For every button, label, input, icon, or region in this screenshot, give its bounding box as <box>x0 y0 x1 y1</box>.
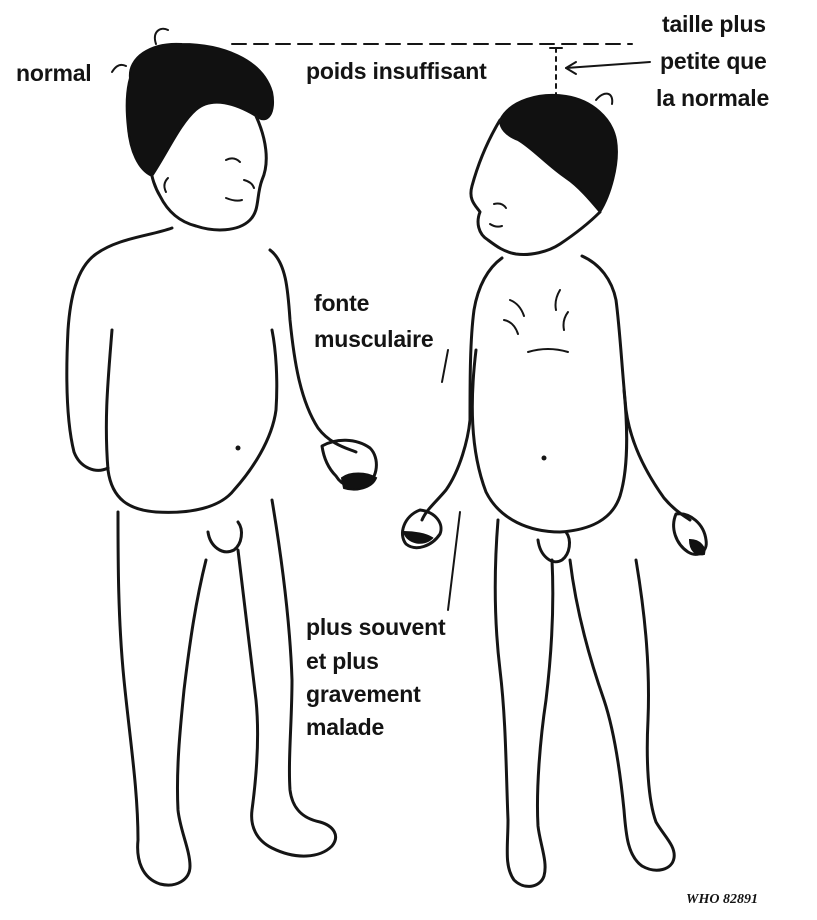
label-taille-line-1: taille plus <box>662 11 766 38</box>
normal-leader <box>112 65 126 72</box>
normal-child-drawing <box>67 29 377 885</box>
undernourished-child-legs <box>495 520 674 886</box>
label-fonte-line-1: fonte <box>314 290 369 317</box>
label-taille-line-3: la normale <box>656 85 769 112</box>
label-malade-line-4: malade <box>306 714 384 741</box>
undernourished-child-drawing <box>402 94 706 887</box>
label-malade-line-1: plus souvent <box>306 614 445 641</box>
label-malade-line-2: et plus <box>306 648 379 675</box>
label-taille-line-2: petite que <box>660 48 767 75</box>
malade-leader-line <box>448 512 460 610</box>
normal-child-legs <box>118 500 336 885</box>
fonte-leader-line <box>442 350 448 382</box>
label-normal: normal <box>16 60 91 87</box>
label-poids-insuffisant: poids insuffisant <box>306 58 487 85</box>
normal-child-hair <box>127 44 273 176</box>
undernourished-child-hair <box>500 95 617 212</box>
undernourished-child-torso <box>422 256 690 520</box>
label-fonte-line-2: musculaire <box>314 326 433 353</box>
label-malade-line-3: gravement <box>306 681 421 708</box>
figure-credit: WHO 82891 <box>686 892 758 908</box>
taille-arrow-line <box>566 62 650 68</box>
